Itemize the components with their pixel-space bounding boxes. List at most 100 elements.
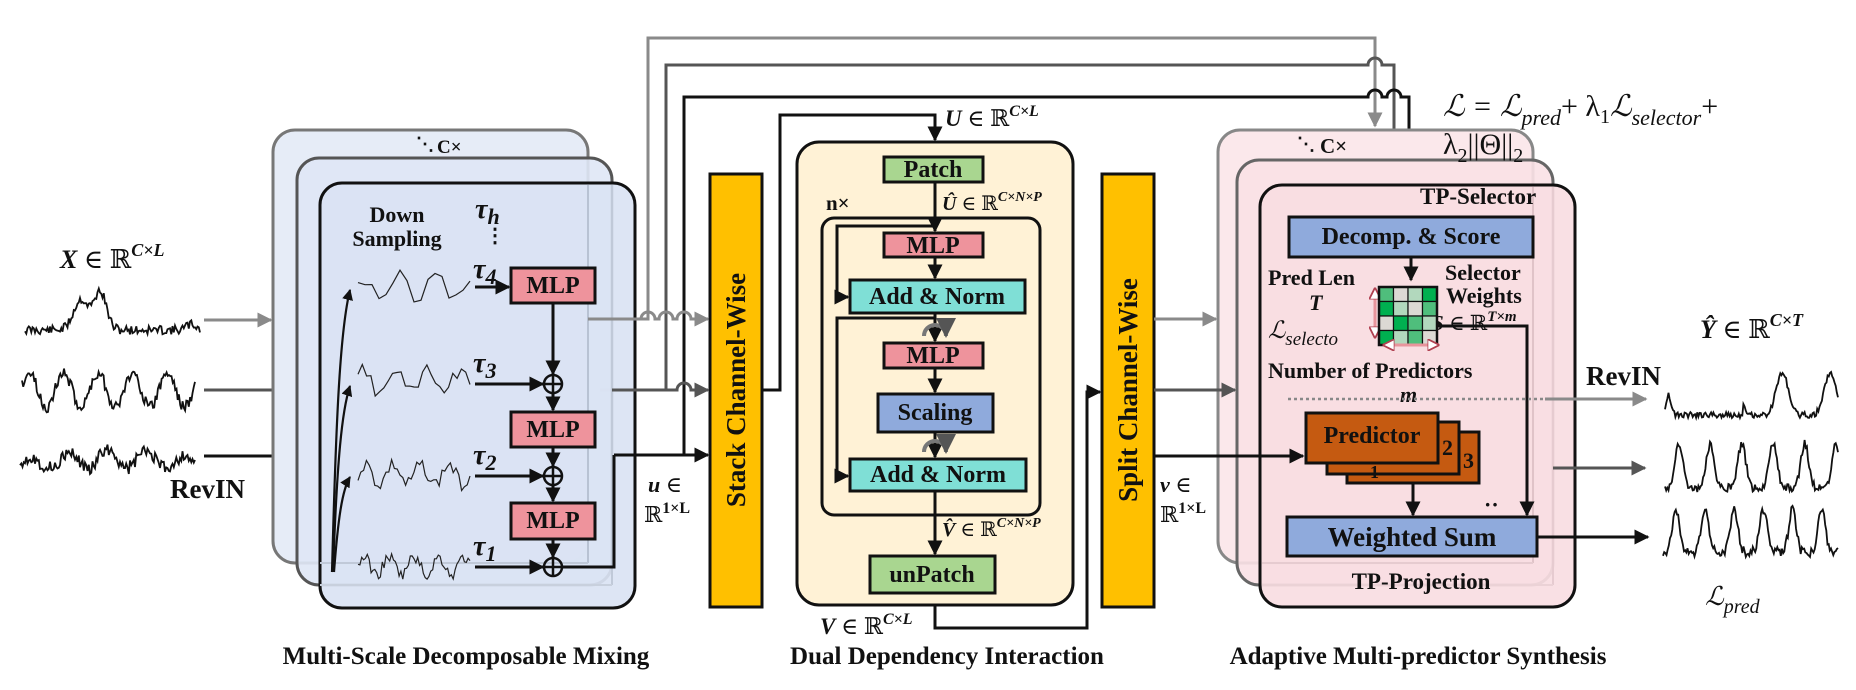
input-wave-3 bbox=[19, 444, 196, 476]
svg-text:Decomp. & Score: Decomp. & Score bbox=[1322, 224, 1501, 250]
u-vector-space: ℝ1×L bbox=[644, 500, 690, 527]
selector-weights-label-2: Weights bbox=[1446, 283, 1522, 308]
ams-stack-label: C× bbox=[1320, 134, 1347, 158]
skip-line-channel-3 bbox=[614, 88, 1417, 457]
residual-line-2 bbox=[834, 316, 935, 484]
tp-projection-title: TP-Projection bbox=[1352, 569, 1491, 594]
ddi-caption: Dual Dependency Interaction bbox=[790, 643, 1104, 670]
matrix-cell bbox=[1421, 286, 1438, 303]
matrix-cell bbox=[1407, 300, 1424, 317]
output-wave-2 bbox=[1664, 439, 1839, 494]
loss-formula-line-2: λ2||Θ||2 bbox=[1443, 128, 1523, 167]
ddi-add-norm-2: Add & Norm bbox=[848, 457, 1028, 493]
tau-2-label: τ2 bbox=[473, 440, 496, 475]
V-hat-label: V̂ ∈ ℝC×N×P bbox=[942, 516, 1041, 541]
selector-weights-label: Selector bbox=[1445, 260, 1521, 285]
downsample-curve-3 bbox=[332, 476, 351, 573]
v-vector-label: v ∈ bbox=[1160, 472, 1192, 497]
matrix-cell bbox=[1392, 300, 1409, 317]
matrix-cell bbox=[1378, 286, 1395, 303]
output-wave-3 bbox=[1662, 504, 1839, 560]
svg-text:Weighted Sum: Weighted Sum bbox=[1328, 522, 1497, 552]
U-input-label: U ∈ ℝC×L bbox=[945, 103, 1039, 131]
scale-wave-4 bbox=[357, 269, 471, 303]
matrix-cell bbox=[1378, 315, 1395, 332]
svg-text:Add & Norm: Add & Norm bbox=[869, 284, 1005, 310]
ams-front-box bbox=[1258, 183, 1577, 609]
svg-text:MLP: MLP bbox=[526, 417, 579, 443]
stack-input-line-1 bbox=[588, 310, 710, 327]
patch-box: Patch bbox=[882, 155, 985, 184]
downsample-curve-2 bbox=[331, 384, 353, 573]
input-wave-1 bbox=[24, 285, 201, 338]
weighted-sum-box: Weighted Sum bbox=[1285, 515, 1539, 558]
svg-text:Stack Channel-Wise: Stack Channel-Wise bbox=[721, 273, 751, 507]
svg-text:3: 3 bbox=[1463, 448, 1474, 473]
svg-text:Predictor: Predictor bbox=[1324, 423, 1421, 449]
matrix-cell bbox=[1407, 329, 1424, 346]
tau-3-label: τ3 bbox=[473, 348, 496, 383]
svg-text:MLP: MLP bbox=[906, 343, 959, 369]
down-sampling-label: Down bbox=[369, 202, 424, 227]
loss-formula-line-1: ℒ = ℒpred+ λ1ℒselector+ bbox=[1443, 90, 1718, 130]
num-predictors-label: Number of Predictors bbox=[1268, 358, 1473, 383]
predictor-1 bbox=[1304, 411, 1440, 465]
u-vector-label: u ∈ bbox=[648, 472, 682, 497]
msdm-stack-dots: ⋱ bbox=[416, 134, 434, 154]
output-revin-label: RevIN bbox=[1586, 361, 1661, 391]
V-output-label: V ∈ ℝC×L bbox=[820, 611, 913, 639]
pred-len-label: Pred Len bbox=[1268, 265, 1355, 290]
svg-text:Scaling: Scaling bbox=[898, 400, 973, 426]
svg-text:MLP: MLP bbox=[526, 273, 579, 299]
selector-weight-matrix bbox=[1377, 285, 1439, 347]
matrix-cell bbox=[1421, 300, 1438, 317]
svg-text:MLP: MLP bbox=[526, 508, 579, 534]
tau-1-label: τ1 bbox=[473, 531, 496, 566]
matrix-cell bbox=[1421, 329, 1438, 346]
v-vector-space: ℝ1×L bbox=[1160, 500, 1206, 527]
ddi-scaling: Scaling bbox=[876, 392, 995, 434]
pred-len-var: T bbox=[1309, 290, 1324, 315]
svg-text:Split Channel-Wise: Split Channel-Wise bbox=[1113, 278, 1143, 502]
svg-text:Add & Norm: Add & Norm bbox=[870, 462, 1006, 488]
matrix-cell bbox=[1378, 329, 1395, 346]
msdm-caption: Multi-Scale Decomposable Mixing bbox=[283, 643, 650, 670]
matrix-cell bbox=[1421, 315, 1438, 332]
svg-text:unPatch: unPatch bbox=[889, 562, 974, 588]
stack-input-line-2 bbox=[612, 381, 710, 398]
matrix-cell bbox=[1407, 315, 1424, 332]
unpatch-box: unPatch bbox=[868, 554, 997, 595]
input-wave-2 bbox=[21, 368, 196, 414]
svg-text:Patch: Patch bbox=[904, 157, 963, 183]
decomp-score-box: Decomp. & Score bbox=[1287, 215, 1535, 259]
add-circle-icon bbox=[542, 556, 564, 578]
scale-wave-3 bbox=[357, 362, 471, 398]
split-channel-wise-bar: Split Channel-Wise bbox=[1100, 172, 1156, 609]
msdm-mlp-1: MLP bbox=[509, 266, 597, 305]
repeat-label: n× bbox=[826, 191, 850, 215]
ams-stack-dots: ⋱ bbox=[1297, 134, 1315, 154]
svg-text:2: 2 bbox=[1442, 435, 1453, 460]
ddi-output-line bbox=[933, 384, 1102, 630]
ddi-add-norm-1: Add & Norm bbox=[848, 278, 1027, 315]
matrix-cell bbox=[1392, 329, 1409, 346]
svg-text:MLP: MLP bbox=[906, 233, 959, 259]
add-circle-icon bbox=[542, 373, 564, 395]
downsample-stem bbox=[330, 559, 336, 573]
transpose-arrow-icon bbox=[922, 317, 956, 338]
msdm-stack-label: C× bbox=[437, 137, 462, 158]
tau-4-label: τ4 bbox=[473, 254, 496, 289]
downsample-curve-1 bbox=[330, 288, 353, 573]
stack-channel-wise-bar: Stack Channel-Wise bbox=[708, 172, 764, 609]
repeat-block bbox=[820, 216, 1042, 517]
predictor-ellipsis: ·· bbox=[1484, 492, 1499, 517]
pred-loss-label: ℒpred bbox=[1705, 582, 1761, 618]
skip-line-channel-2 bbox=[600, 56, 1402, 392]
ddi-mlp-1: MLP bbox=[882, 231, 985, 259]
input-label: X ∈ ℝC×L bbox=[59, 240, 164, 274]
matrix-cell bbox=[1392, 315, 1409, 332]
add-circle-icon bbox=[542, 465, 564, 487]
matrix-to-sum-line bbox=[1438, 324, 1535, 517]
U-hat-label: Û ∈ ℝC×N×P bbox=[942, 190, 1042, 215]
